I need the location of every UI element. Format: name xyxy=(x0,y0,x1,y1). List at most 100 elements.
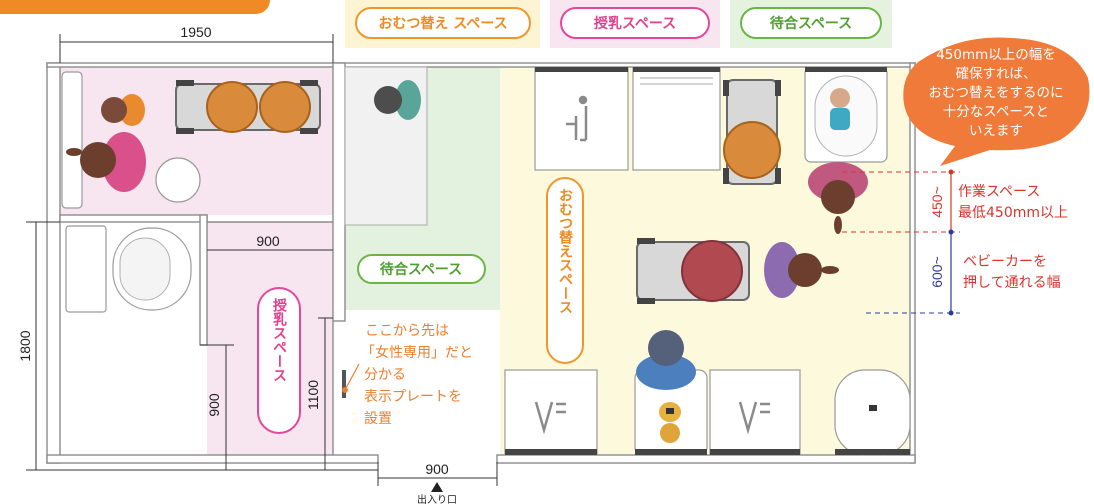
wall-toilet-right xyxy=(199,214,208,346)
wall-top xyxy=(46,62,916,68)
diaper-area-label: おむつ替えスペース xyxy=(557,188,573,314)
baby-body xyxy=(830,108,850,130)
nursing-furniture xyxy=(61,71,321,209)
stroller-wheel xyxy=(723,168,729,184)
unit-bar xyxy=(633,67,720,72)
wall-left xyxy=(46,62,61,464)
changing-bed-unit xyxy=(632,66,721,171)
buckle xyxy=(666,408,674,414)
baby-in-stroller xyxy=(681,240,743,302)
nursing-area-label: 授乳スペース xyxy=(271,297,287,382)
stroller-nursing xyxy=(175,80,321,134)
sign-note: ここから先は 「女性専用」だと 分かる 表示プレートを 設置 xyxy=(361,323,473,427)
changing-units-bottom xyxy=(504,369,911,456)
stroller-note-line: ベビーカーを xyxy=(963,254,1047,270)
stroller-diaper-middle xyxy=(636,238,839,304)
baby-head xyxy=(830,88,850,108)
marker-dot xyxy=(948,310,954,316)
child-body xyxy=(119,94,145,126)
baby-head xyxy=(660,423,680,443)
wall-toilet-top xyxy=(59,214,208,223)
sign-note-line: 表示プレートを xyxy=(364,389,462,405)
caregiver-head xyxy=(821,180,855,214)
sign-note-line: 分かる xyxy=(364,367,406,383)
unit-bar xyxy=(505,449,597,455)
clearance-markers: 450~ 600~ 作業スペース 最低450mm以上 ベビーカーを 押して通れる… xyxy=(842,169,1068,316)
dimension-lines: 1950 900 1800 900 1100 900 出入り口 xyxy=(17,24,498,504)
caregiver-bottom xyxy=(636,330,696,443)
unit-bar xyxy=(805,67,887,72)
stroller-wheel xyxy=(775,80,781,96)
mother-body xyxy=(102,132,146,192)
stroller-wheel xyxy=(176,80,194,86)
stroller-wheel xyxy=(775,168,781,184)
sign-note-line: ここから先は xyxy=(365,323,449,339)
caregiver-head xyxy=(648,330,684,366)
speech-bubble-line: 十分なスペースと xyxy=(943,104,1049,120)
work-space-dim: 450~ xyxy=(929,186,945,218)
legend-waiting-label: 待合スペース xyxy=(770,15,852,32)
stroller-wheel xyxy=(300,128,318,134)
speech-bubble-line: 確保すれば、 xyxy=(956,66,1037,82)
work-space-note-line: 作業スペース xyxy=(958,184,1040,200)
caregiver-hair-tail xyxy=(834,216,842,234)
unit-bar xyxy=(535,67,628,72)
caregiver-body xyxy=(764,242,800,298)
wall-nursing-right xyxy=(332,62,346,322)
sign-plate xyxy=(342,370,346,398)
waiting-furniture xyxy=(344,66,428,226)
dim-entrance-label: 900 xyxy=(425,461,449,477)
speech-bubble-shape xyxy=(903,37,1090,166)
toilet-seat xyxy=(119,237,171,301)
baby-seat-unit xyxy=(504,369,598,456)
dim-total-depth-label: 1800 xyxy=(17,330,33,361)
waiting-area-label: 待合スペース xyxy=(380,261,462,278)
stroller-wheel xyxy=(637,238,655,244)
wall-bottom-right xyxy=(496,454,916,464)
diaper-label-pill xyxy=(546,177,584,364)
baby-in-stroller xyxy=(723,121,781,179)
sign-note-line: 設置 xyxy=(364,411,392,427)
dim-nursing-width-label: 900 xyxy=(256,233,280,249)
speech-bubble: 450mm以上の幅を 確保すれば、 おむつ替えをするのに 十分なスペースと いえ… xyxy=(903,37,1090,166)
sign-pointer-line xyxy=(344,363,360,391)
baby-in-stroller xyxy=(259,81,311,133)
baby-chair-icon xyxy=(534,401,566,435)
dim-room-width: 1950 xyxy=(180,24,211,40)
speech-bubble-line: いえます xyxy=(969,123,1023,139)
round-table xyxy=(155,157,201,203)
stroller-wheel xyxy=(300,80,318,86)
caregiver-head xyxy=(788,253,822,287)
speech-bubble-line: 450mm以上の幅を xyxy=(936,47,1056,63)
waiting-person-head xyxy=(374,86,402,114)
marker-dot xyxy=(948,229,954,235)
mother-hair-tail xyxy=(66,148,82,156)
legend: おむつ替え スペース 授乳スペース 待合スペース xyxy=(345,0,892,48)
stroller-note-line: 押して通れる幅 xyxy=(963,275,1061,291)
caregiver-body xyxy=(636,354,696,390)
stroller-wheel xyxy=(176,128,194,134)
changing-table-unit xyxy=(834,369,911,456)
baby-seat-unit xyxy=(709,369,801,456)
waiting-label-pill xyxy=(357,254,486,284)
toilet xyxy=(65,225,192,313)
baby-in-stroller xyxy=(206,81,258,133)
unit-bar xyxy=(635,449,707,455)
wall-bottom-left xyxy=(46,454,379,464)
entrance-label: 出入り口 xyxy=(417,493,457,504)
work-space-note-line: 最低450mm以上 xyxy=(958,205,1068,221)
baby-seat-icon xyxy=(566,95,588,142)
stroller-wheel xyxy=(637,298,655,304)
unit-bar xyxy=(835,449,910,455)
legend-diaper-label: おむつ替え スペース xyxy=(378,15,507,32)
sofa xyxy=(61,71,83,209)
stroller-wheel xyxy=(723,80,729,96)
sign-note-line: 「女性専用」だと xyxy=(361,344,473,361)
unit-bar xyxy=(710,449,800,455)
passage-dim: 600~ xyxy=(929,256,945,288)
mother-head xyxy=(80,142,116,178)
dim-door-opening-label: 1100 xyxy=(305,380,321,410)
entrance-arrow-icon xyxy=(431,482,443,492)
stroller-diaper-top xyxy=(723,79,781,185)
